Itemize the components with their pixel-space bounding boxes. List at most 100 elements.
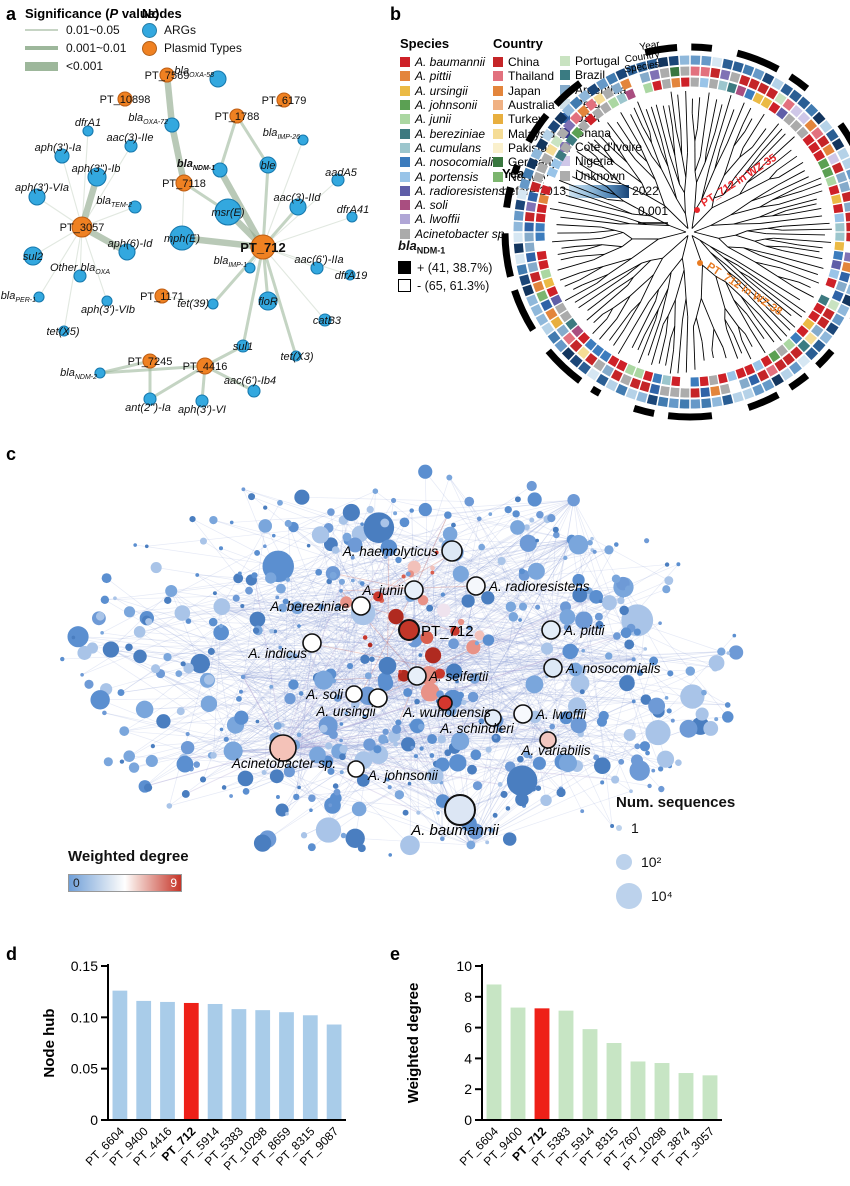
network-edge — [282, 607, 567, 719]
legend-item: A. bereziniae — [400, 126, 508, 141]
country-ring-segment — [719, 383, 731, 395]
country-ring-segment — [790, 346, 803, 360]
tree-branch — [735, 234, 755, 242]
legend-swatch — [493, 71, 503, 82]
year-ring-segment — [711, 56, 723, 68]
tree-branch — [602, 307, 614, 315]
species-label: Acinetobacter sp. — [231, 756, 336, 771]
species-ring-segment — [744, 88, 756, 101]
network-edge — [276, 713, 524, 777]
node-label: aac(3)-IIe — [106, 132, 153, 144]
tree-branch — [564, 282, 598, 302]
network-node — [440, 836, 445, 842]
network-edge — [470, 620, 585, 846]
num-sequences-circle — [616, 854, 632, 870]
tree-branch — [708, 95, 732, 168]
ring-label: Country — [624, 49, 660, 65]
network-node — [581, 648, 585, 653]
network-edge — [178, 539, 572, 674]
network-node — [340, 832, 347, 839]
tree-branch — [635, 159, 656, 180]
species-ring-segment — [559, 141, 572, 154]
network-node — [558, 753, 578, 773]
network-node — [437, 735, 446, 744]
network-edge — [208, 606, 223, 680]
network-node — [285, 577, 291, 582]
country-legend-title: Country — [493, 36, 543, 51]
year-ring-segment — [605, 379, 619, 392]
tree-branch — [713, 328, 724, 348]
tree-branch — [696, 162, 706, 183]
species-ring-segment — [833, 250, 844, 261]
tree-branch — [755, 318, 775, 343]
country-ring-segment — [669, 66, 680, 77]
network-node — [611, 574, 621, 584]
weighted-degree-legend: Weighted degree 0 9 — [68, 848, 189, 892]
arg-node — [87, 167, 107, 187]
network-edge — [332, 512, 352, 576]
species-ring-segment — [828, 184, 840, 196]
network-edge — [121, 697, 379, 762]
country-ring-segment — [757, 82, 770, 95]
network-node — [273, 629, 278, 634]
species-label: A. soli — [305, 687, 344, 702]
network-edge — [121, 499, 574, 762]
network-node — [631, 657, 636, 662]
bla-legend-label: - (65, 61.3%) — [417, 278, 490, 293]
network-node — [223, 736, 229, 742]
tree-branch — [710, 246, 735, 260]
tree-branch — [631, 238, 659, 259]
network-node — [285, 811, 289, 816]
arg-node — [128, 200, 142, 214]
node-label: PT_4416 — [183, 361, 228, 373]
network-edge — [242, 499, 574, 607]
legend-swatch — [560, 156, 570, 167]
tree-branch — [739, 146, 753, 158]
network-edge — [301, 496, 470, 502]
network-edge — [296, 782, 442, 798]
tree-branch — [768, 170, 778, 180]
arg-node — [247, 384, 261, 398]
network-node — [525, 675, 544, 694]
network-node — [367, 642, 373, 648]
tree-branch — [670, 91, 677, 130]
network-node — [647, 783, 652, 789]
year-ring-segment — [615, 383, 628, 396]
arg-node — [164, 117, 180, 133]
network-edge — [436, 702, 446, 765]
country-ring-segment — [540, 299, 553, 312]
species-ring-segment — [616, 359, 628, 372]
network-node — [420, 682, 440, 702]
network-edge — [488, 640, 492, 830]
tree-branch — [593, 313, 603, 324]
network-edge — [275, 631, 554, 669]
species-ring-segment — [540, 268, 552, 280]
species-ring-segment — [661, 78, 672, 89]
network-edge — [449, 477, 523, 572]
year-ring-segment — [646, 58, 658, 70]
node-type-item: ARGs — [142, 21, 242, 39]
species-label: A. bereziniae — [269, 599, 349, 614]
legend-swatch — [400, 128, 410, 139]
network-node — [446, 663, 463, 680]
species-ring-segment — [808, 141, 821, 154]
bar-PT_5914 — [207, 1003, 223, 1120]
panel-a-network: dfrA1PT_10898PT_7569blaOXA-58PT_6179PT_1… — [1, 65, 370, 416]
legend-label: Turkey — [508, 112, 545, 127]
network-node — [426, 767, 444, 785]
tree-branch — [614, 229, 624, 233]
network-node — [286, 651, 295, 661]
network-node — [234, 710, 249, 725]
plasmid-type-node — [175, 174, 193, 192]
arg-node — [244, 262, 256, 274]
network-edge — [375, 490, 628, 683]
country-ring-segment — [639, 381, 651, 393]
network-node — [645, 750, 650, 756]
network-edge — [146, 617, 244, 678]
tree-branch — [644, 309, 659, 336]
network-node — [102, 641, 120, 658]
network-node — [502, 832, 517, 846]
country-ring-segment — [757, 369, 770, 382]
network-node — [568, 534, 589, 555]
